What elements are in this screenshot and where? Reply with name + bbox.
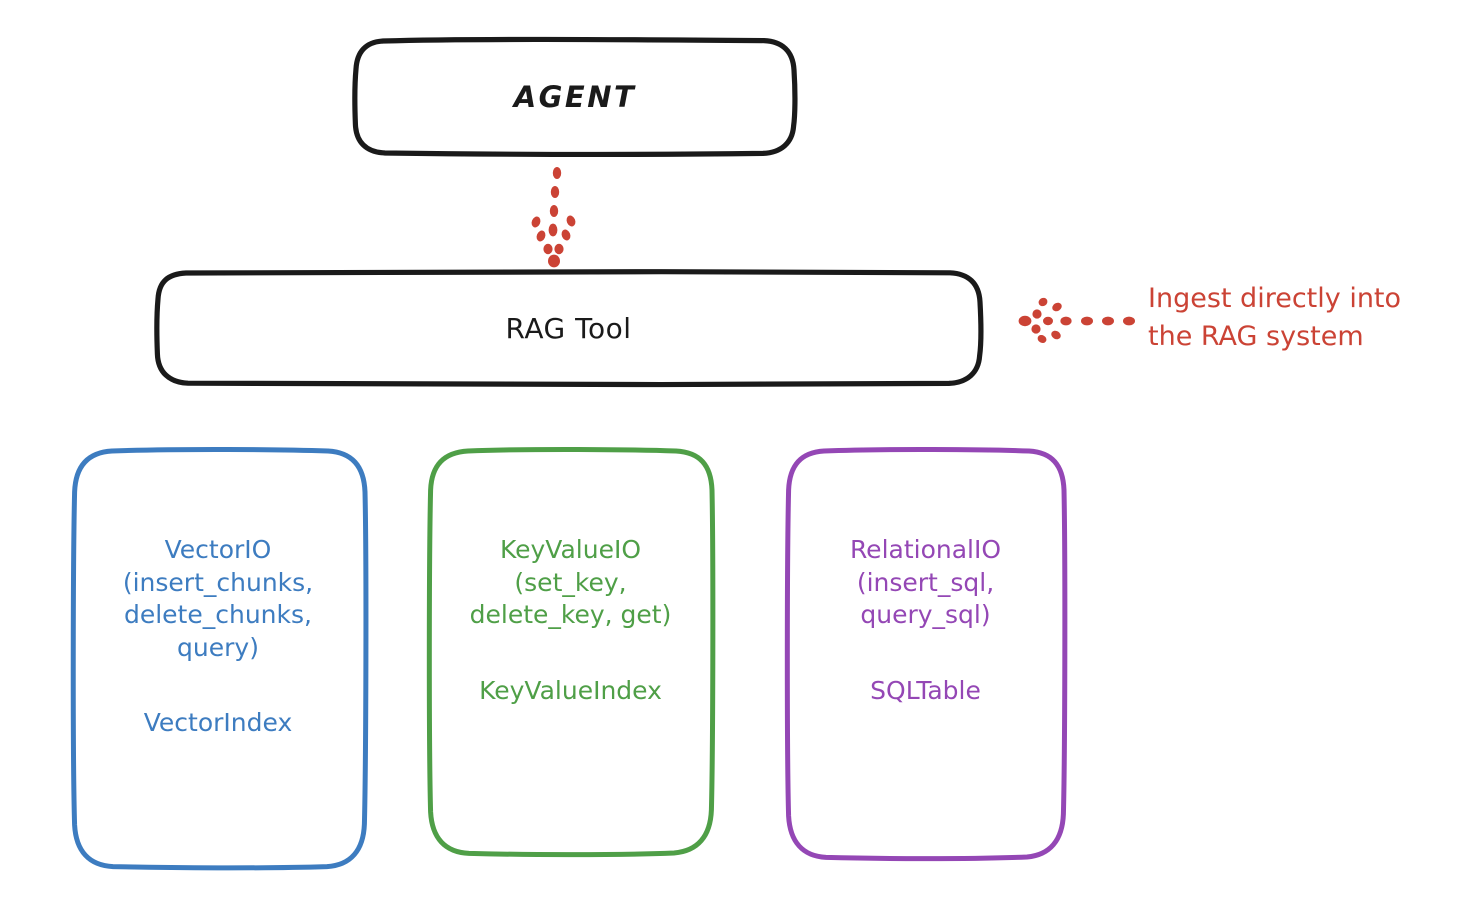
node-relational-io[interactable]: RelationalIO (insert_sql, query_sql) SQL… [785, 450, 1066, 860]
node-vector-io[interactable]: VectorIO (insert_chunks, delete_chunks, … [70, 450, 366, 868]
node-rag-tool[interactable]: RAG Tool [157, 272, 980, 384]
keyvalue-io-api-label: KeyValueIO (set_key, delete_key, get) [469, 535, 672, 629]
relational-box-outline [784, 446, 1068, 862]
vector-box-outline [70, 446, 369, 871]
ingest-annotation-text: Ingest directly into the RAG system [1148, 283, 1402, 353]
annotation-to-ragtool-arrow-icon [1018, 297, 1135, 344]
agent-label: AGENT [513, 80, 637, 114]
vector-io-api-label: VectorIO (insert_chunks, delete_chunks, … [122, 535, 314, 662]
keyvalue-box-outline [426, 446, 716, 858]
keyvalue-index-label: KeyValueIndex [479, 675, 662, 705]
agent-to-ragtool-arrow-icon [531, 167, 576, 268]
node-keyvalue-io[interactable]: KeyValueIO (set_key, delete_key, get) Ke… [428, 450, 713, 856]
rag-tool-label: RAG Tool [505, 311, 632, 345]
agent-box-outline [352, 36, 798, 157]
sql-table-label: SQLTable [870, 675, 981, 705]
node-agent[interactable]: AGENT [355, 40, 795, 154]
relational-io-api-label: RelationalIO (insert_sql, query_sql) [849, 535, 1002, 629]
ragtool-box-outline [154, 268, 984, 388]
vector-index-label: VectorIndex [143, 708, 293, 737]
